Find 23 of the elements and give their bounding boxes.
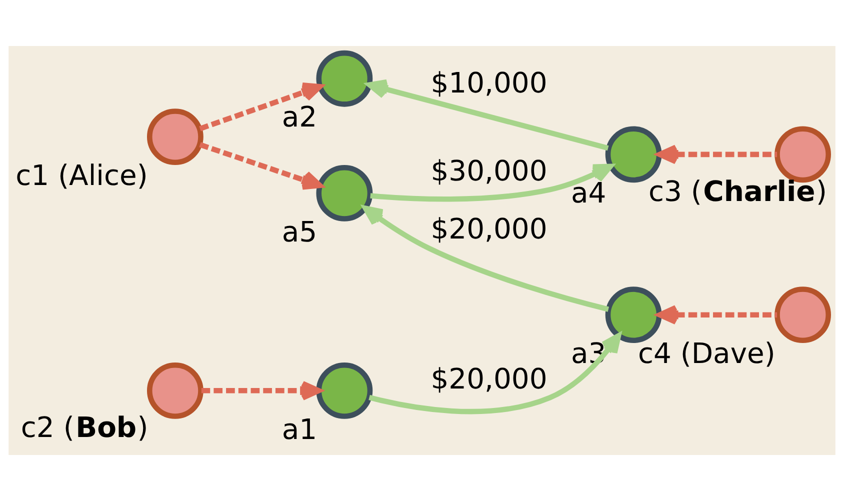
node-label: a5 [282, 214, 318, 248]
node-circle [774, 286, 831, 343]
arrow [366, 78, 609, 150]
node-label: a1 [282, 412, 318, 446]
node-circle [316, 50, 373, 106]
edge-label: $30,000 [430, 154, 548, 188]
node-circle [316, 164, 373, 221]
edge-label: $10,000 [430, 66, 548, 99]
node-label: c2 (Bob) [20, 410, 148, 444]
arrow [362, 205, 610, 312]
node-label: c3 (Charlie) [648, 174, 828, 208]
edge-label: $20,000 [430, 212, 548, 246]
node-label: c4 (Dave) [638, 336, 776, 370]
node-label: c1 (Alice) [16, 158, 148, 192]
arrow [370, 163, 613, 202]
node-circle [605, 286, 662, 343]
node-label: a2 [282, 100, 318, 134]
edge-label: $20,000 [430, 362, 548, 396]
node-circle [316, 362, 373, 418]
node-circle [146, 108, 204, 164]
node-circle [146, 362, 204, 418]
arrow [368, 332, 622, 414]
node-label: a4 [570, 176, 606, 210]
